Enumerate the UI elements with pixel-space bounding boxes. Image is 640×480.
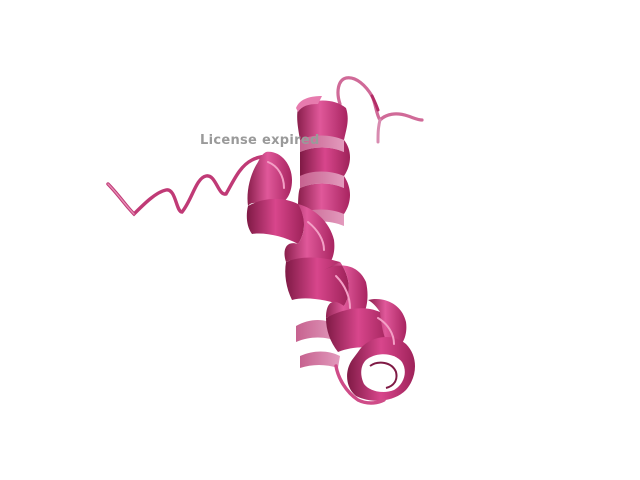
- helix-1: [246, 151, 415, 401]
- license-watermark: License expired: [200, 133, 320, 148]
- n-terminal-coil: [106, 154, 272, 217]
- c-terminal-coil: [336, 76, 424, 144]
- turn-loop: [334, 364, 386, 405]
